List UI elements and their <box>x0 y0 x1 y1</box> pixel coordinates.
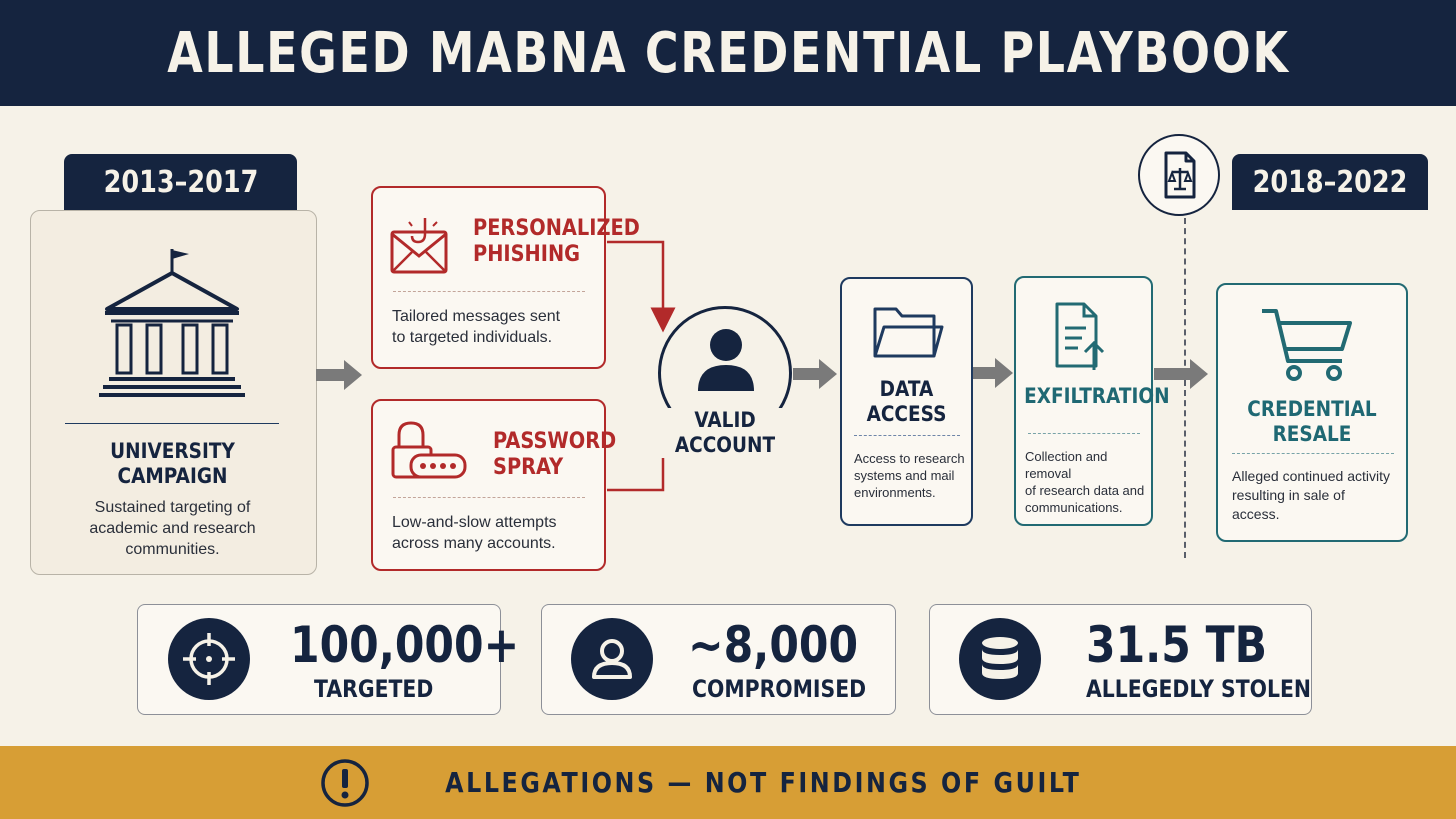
divider <box>1028 433 1140 434</box>
spray-description: Low-and-slow attempts across many accoun… <box>392 512 602 554</box>
stat-label: TARGETED <box>314 675 434 703</box>
database-icon <box>959 618 1041 700</box>
header-banner: ALLEGED MABNA CREDENTIAL PLAYBOOK <box>0 0 1456 106</box>
footer-content: ALLEGATIONS — NOT FINDINGS OF GUILT <box>319 757 1138 809</box>
desc-line: access. <box>1232 506 1280 522</box>
folder-icon <box>873 307 944 358</box>
phishing-envelope-icon <box>390 218 448 274</box>
era-label: 2013–2017 <box>103 164 258 200</box>
title-line: DATA <box>879 377 934 401</box>
university-campaign-card: UNIVERSITY CAMPAIGN Sustained targeting … <box>30 210 317 575</box>
title-line: UNIVERSITY <box>110 439 235 463</box>
password-lock-icon <box>391 421 467 479</box>
stat-value: 100,000+ <box>290 616 520 674</box>
title-line: ACCESS <box>866 402 947 426</box>
stat-targeted: 100,000+ TARGETED <box>137 604 519 715</box>
footer-disclaimer: ALLEGATIONS — NOT FINDINGS OF GUILT <box>444 766 1082 799</box>
stat-compromised: ~8,000 COMPROMISED <box>541 604 896 715</box>
desc-line: communications. <box>1025 500 1123 515</box>
divider <box>1232 453 1394 454</box>
legal-document-icon <box>1138 134 1220 216</box>
title-line: VALID <box>694 408 756 432</box>
shopping-cart-icon <box>1262 309 1352 381</box>
desc-line: Alleged continued activity <box>1232 468 1390 484</box>
desc-line: environments. <box>854 485 936 500</box>
password-spray-card: PASSWORD SPRAY Low-and-slow attempts acr… <box>371 399 616 571</box>
page-title: ALLEGED MABNA CREDENTIAL PLAYBOOK <box>166 20 1290 86</box>
desc-line: Access to research <box>854 451 965 466</box>
title-line: PHISHING <box>473 242 581 267</box>
desc-line: Collection and removal <box>1025 449 1108 481</box>
title-line: ACCOUNT <box>674 433 776 457</box>
title-line: CAMPAIGN <box>117 464 228 488</box>
crosshair-icon <box>168 618 250 700</box>
timeline-divider <box>1184 218 1186 558</box>
title-line: RESALE <box>1272 422 1352 446</box>
desc-line: across many accounts. <box>392 535 556 552</box>
stat-allegedly-stolen: 31.5 TB ALLEGEDLY STOLEN <box>929 604 1312 715</box>
user-icon <box>571 618 653 700</box>
stat-label: ALLEGEDLY STOLEN <box>1086 675 1311 703</box>
divider <box>393 497 585 498</box>
valid-account-title: VALID ACCOUNT <box>650 408 800 458</box>
document-upload-icon <box>1055 302 1105 370</box>
footer-banner: ALLEGATIONS — NOT FINDINGS OF GUILT <box>0 746 1456 819</box>
phishing-description: Tailored messages sent to targeted indiv… <box>392 306 602 348</box>
resale-description: Alleged continued activity resulting in … <box>1232 467 1408 524</box>
divider <box>65 423 279 424</box>
credential-resale-card: CREDENTIAL RESALE Alleged continued acti… <box>1216 283 1408 542</box>
data-access-description: Access to research systems and mail envi… <box>854 450 972 501</box>
desc-line: communities. <box>125 541 220 558</box>
divider <box>854 435 960 436</box>
warning-icon <box>320 758 369 807</box>
personalized-phishing-card: PERSONALIZED PHISHING Tailored messages … <box>371 186 640 369</box>
exfiltration-description: Collection and removal of research data … <box>1025 448 1153 516</box>
era-label: 2018–2022 <box>1252 164 1408 200</box>
desc-line: academic and research <box>89 520 256 537</box>
resale-title: CREDENTIAL RESALE <box>1229 397 1394 447</box>
divider <box>393 291 585 292</box>
stat-value: ~8,000 <box>688 616 859 674</box>
stat-value: 31.5 TB <box>1086 616 1268 674</box>
university-title: UNIVERSITY CAMPAIGN <box>48 439 297 489</box>
university-building-icon <box>99 249 245 397</box>
university-description: Sustained targeting of academic and rese… <box>31 497 314 560</box>
desc-line: Low-and-slow attempts <box>392 514 557 531</box>
desc-line: Sustained targeting of <box>94 499 251 516</box>
desc-line: of research data and <box>1025 483 1145 498</box>
data-access-title: DATA ACCESS <box>850 377 964 427</box>
era-tab-2013-2017: 2013–2017 <box>64 154 297 210</box>
title-line: SPRAY <box>493 455 564 480</box>
era-tab-2018-2022: 2018–2022 <box>1232 154 1428 210</box>
stat-label: COMPROMISED <box>692 675 867 703</box>
data-access-card: DATA ACCESS Access to research systems a… <box>840 277 973 526</box>
desc-line: systems and mail <box>854 468 955 483</box>
user-icon <box>698 329 754 391</box>
title-line: CREDENTIAL <box>1247 397 1377 421</box>
exfiltration-title: EXFILTRATION <box>1024 384 1170 408</box>
exfiltration-card: EXFILTRATION Collection and removal of r… <box>1014 276 1170 526</box>
desc-line: resulting in sale of <box>1232 487 1345 503</box>
desc-line: to targeted individuals. <box>392 329 553 346</box>
desc-line: Tailored messages sent <box>392 308 561 325</box>
